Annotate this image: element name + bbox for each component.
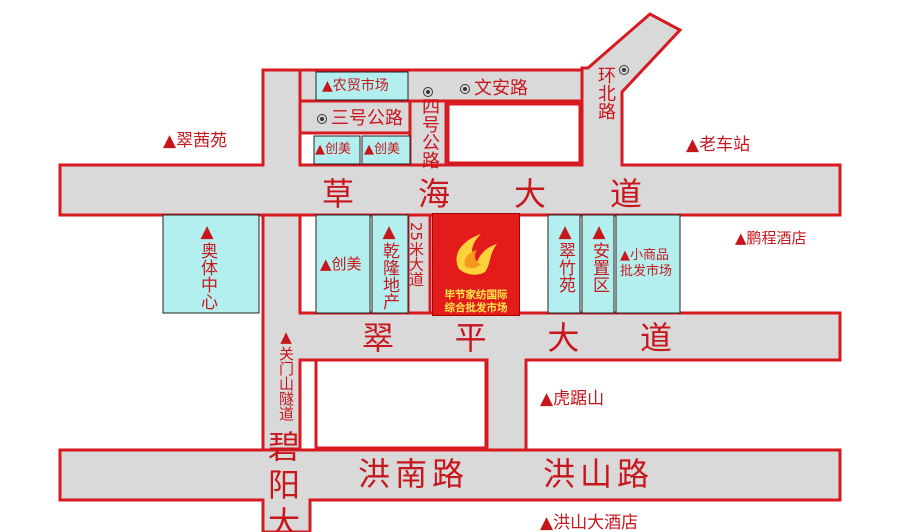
road-label-caohai: 草海大道 — [322, 175, 642, 213]
label-chuangmei-3: ▲创美 — [320, 255, 362, 273]
location-marker-icon — [460, 84, 470, 94]
center-name-line-1: 毕节家纺国际 — [444, 289, 508, 301]
road-label-wenan: 文安路 — [460, 80, 528, 98]
road-hongshan — [58, 448, 842, 532]
road-label-sanhao: 三号公路 — [317, 110, 403, 128]
block-qianlong — [371, 214, 409, 314]
location-marker-icon — [619, 65, 629, 75]
lot-upper-center — [446, 102, 582, 165]
road-label-25m: 25米大道 — [407, 222, 425, 287]
block-aoti — [162, 214, 260, 314]
label-qianlong: ▲乾隆地产 — [379, 222, 399, 310]
poi-laochezhan: ▲老车站 — [686, 135, 751, 155]
center-name-line-2: 综合批发市场 — [444, 302, 508, 314]
label-chuangmei-1: ▲创美 — [315, 142, 351, 157]
block-anzhi — [581, 214, 615, 314]
road-sanhao-row — [298, 99, 412, 135]
road-label-sihao-marker — [423, 83, 437, 101]
block-chuangmei-3 — [315, 214, 371, 314]
road-label-sihao: 四号公路 — [419, 97, 440, 169]
road-label-huanbei-marker — [619, 61, 633, 79]
label-aoti: ▲奥体中心 — [197, 222, 217, 310]
road-label-cuiping: 翠平大道 — [362, 319, 672, 357]
label-cuizhu: ▲翠竹苑 — [555, 222, 575, 293]
label-xiaoshangpin: ▲小商品批发市场 — [620, 248, 673, 279]
poi-pengcheng: ▲鹏程酒店 — [735, 229, 807, 247]
flame-logo-icon — [456, 234, 497, 275]
road-label-biyang: 碧阳大 — [263, 430, 301, 532]
road-caohai-avenue — [58, 12, 842, 217]
location-marker-icon — [423, 87, 433, 97]
road-label-hongshan: 洪山路 — [543, 455, 655, 493]
label-chuangmei-2: ▲创美 — [364, 142, 400, 157]
block-xiaoshangpin — [615, 214, 681, 314]
poi-hongshan-hotel: ▲洪山大酒店 — [540, 513, 639, 532]
block-chuangmei-1 — [313, 135, 361, 165]
textile-market-center[interactable]: 毕节家纺国际 综合批发市场 — [432, 213, 520, 316]
road-label-hongnan: 洪南路 — [358, 455, 470, 493]
block-chuangmei-2 — [361, 135, 411, 165]
block-nongmao — [315, 71, 409, 101]
poi-cuiqian: ▲翠茜苑 — [163, 131, 228, 151]
lot-lower-left — [314, 358, 488, 450]
road-label-huanbei: 环北路 — [595, 66, 616, 120]
block-cuizhu — [547, 214, 581, 314]
poi-guanmen: ▲关门山隧道 — [277, 328, 295, 421]
poi-huju: ▲虎踞山 — [540, 389, 605, 409]
label-anzhi: ▲安置区 — [589, 222, 609, 293]
location-marker-icon — [317, 114, 327, 124]
label-nongmao: ▲农贸市场 — [322, 78, 389, 94]
